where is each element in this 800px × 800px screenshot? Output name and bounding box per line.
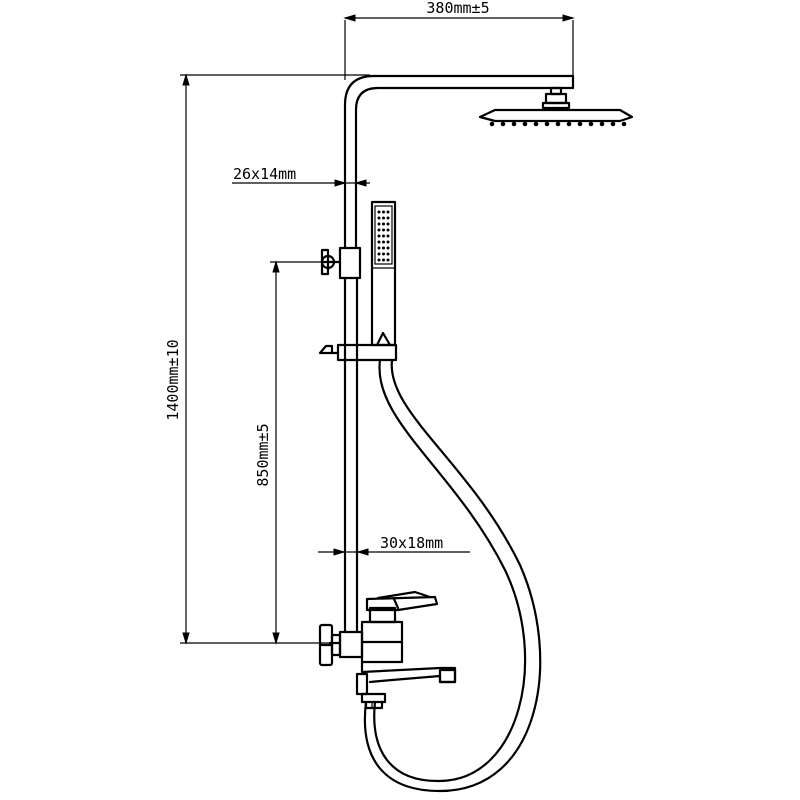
rain-shower-head [478,86,634,127]
hand-shower-spray-holes [377,210,390,262]
total-height-label: 1400mm±10 [164,339,182,420]
lower-pipe-label: 30x18mm [380,534,443,552]
flexible-hose [363,358,542,793]
hose-connector [355,672,387,710]
dimension-upper-pipe: 26x14mm [232,165,370,187]
mixer-lever [376,590,432,600]
lower-slide-rail [343,276,359,634]
upper-pipe-label: 26x14mm [233,165,296,183]
mixer-height-label: 850mm±5 [254,423,272,486]
bath-spout [360,660,457,684]
shower-head-nozzles [489,121,627,127]
dimension-lower-pipe: 30x18mm [318,534,470,556]
dimension-mixer-height: 850mm±5 [254,260,325,645]
upper-wall-bracket [320,246,362,280]
hand-shower-holder [318,343,398,362]
dimension-total-height: 1400mm±10 [164,73,370,645]
diverter-knob [318,623,342,667]
mixer-body [338,595,439,664]
dimension-head-width: 380mm±5 [343,0,575,80]
head-width-label: 380mm±5 [426,0,489,17]
hand-shower [370,200,397,347]
shower-riser-pipe [343,74,575,250]
